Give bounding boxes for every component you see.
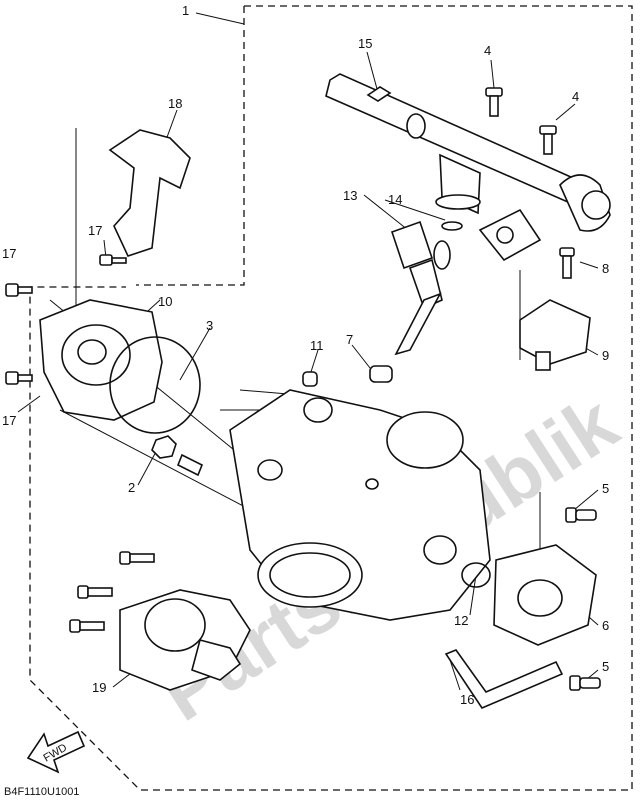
o-ring-3 <box>109 336 201 434</box>
callout-4-b: 4 <box>572 89 579 104</box>
callout-1: 1 <box>182 3 189 18</box>
callout-17-a: 17 <box>88 223 102 238</box>
cap-11 <box>302 371 318 387</box>
callout-18: 18 <box>168 96 182 111</box>
callout-8: 8 <box>602 261 609 276</box>
hose-16 <box>444 649 564 709</box>
callout-3: 3 <box>206 318 213 333</box>
callout-19: 19 <box>92 680 106 695</box>
callout-17-c: 17 <box>2 413 16 428</box>
callout-5-a: 5 <box>602 481 609 496</box>
callout-11: 11 <box>310 338 324 353</box>
hose-clamp <box>108 129 191 257</box>
screw-19-a <box>119 551 155 565</box>
callout-17-b: 17 <box>2 246 16 261</box>
screw-17-a <box>99 254 127 266</box>
collar-7 <box>369 365 393 383</box>
callout-16: 16 <box>460 692 474 707</box>
callout-6: 6 <box>602 618 609 633</box>
nut-and-spring <box>151 435 204 477</box>
screw-5-b <box>569 675 601 691</box>
screw-8 <box>559 247 575 279</box>
idle-speed-control-valve <box>119 589 251 691</box>
idle-cover-plate <box>39 299 163 421</box>
fuel-injector <box>390 220 451 356</box>
o-ring-12 <box>461 562 491 588</box>
sensor-bracket <box>478 208 542 262</box>
callout-13: 13 <box>343 188 357 203</box>
callout-15: 15 <box>358 36 372 51</box>
diagram-code: B4F1110U1001 <box>4 786 79 798</box>
screw-17-b <box>5 283 33 297</box>
callout-4-a: 4 <box>484 43 491 58</box>
screw-19-b <box>77 585 113 599</box>
callout-9: 9 <box>602 348 609 363</box>
throttle-position-sensor <box>493 544 597 646</box>
screw-19-c <box>69 619 105 633</box>
throttle-body <box>229 389 491 621</box>
screw-17-c <box>5 371 33 385</box>
intake-pressure-sensor <box>519 299 591 371</box>
screw-5-a <box>565 507 597 523</box>
callout-2: 2 <box>128 480 135 495</box>
injector-seal <box>435 194 481 231</box>
callout-14: 14 <box>388 192 402 207</box>
callout-10: 10 <box>158 294 172 309</box>
callout-5-b: 5 <box>602 659 609 674</box>
callout-12: 12 <box>454 613 468 628</box>
callout-7: 7 <box>346 332 353 347</box>
bolt-4-a <box>485 87 503 117</box>
bolt-4-b <box>539 125 557 155</box>
callout-labels: 1 2 3 4 4 5 5 6 7 8 9 10 11 12 13 14 15 … <box>2 3 609 707</box>
fwd-arrow-icon: FWD <box>26 730 86 774</box>
